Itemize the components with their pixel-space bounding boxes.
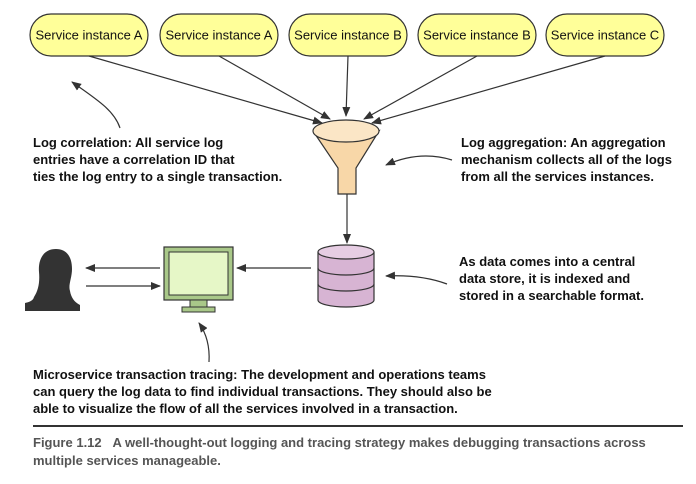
service-instance-5-label: Service instance C	[551, 28, 659, 43]
callout-tracing: Microservice transaction tracing: The de…	[33, 366, 492, 417]
figure-caption: Figure 1.12 A well-thought-out logging a…	[33, 434, 683, 470]
service-instance-1-label: Service instance A	[36, 28, 143, 43]
funnel-icon	[312, 119, 381, 195]
pointer-log-aggregation	[385, 155, 453, 166]
service-instance-4: Service instance B	[417, 13, 537, 57]
database-icon	[317, 244, 375, 308]
pointer-log-correlation	[71, 81, 121, 129]
callout-log-aggregation-line-1: Log aggregation: An aggregation	[461, 135, 666, 150]
callout-data-store: As data comes into a central data store,…	[459, 253, 644, 304]
callout-data-store-line-2: data store, it is indexed and	[459, 271, 631, 286]
service-instance-2-label: Service instance A	[166, 28, 273, 43]
arrow-service-4-to-funnel	[363, 55, 478, 120]
callout-tracing-line-2: can query the log data to find individua…	[33, 384, 492, 399]
callout-log-aggregation-line-2: mechanism collects all of the logs	[461, 152, 672, 167]
pointer-tracing	[198, 322, 210, 363]
callout-log-correlation: Log correlation: All service log entries…	[33, 134, 282, 185]
callout-data-store-line-1: As data comes into a central	[459, 254, 636, 269]
service-instance-3-label: Service instance B	[294, 28, 402, 43]
service-instance-3: Service instance B	[288, 13, 408, 57]
arrow-service-1-to-funnel	[88, 55, 323, 125]
figure-number: Figure 1.12	[33, 435, 102, 450]
callout-tracing-line-3: able to visualize the flow of all the se…	[33, 401, 458, 416]
callout-log-aggregation-line-3: from all the services instances.	[461, 169, 654, 184]
service-instance-1: Service instance A	[29, 13, 149, 57]
callout-log-aggregation: Log aggregation: An aggregation mechanis…	[461, 134, 672, 185]
callout-log-correlation-line-3: ties the log entry to a single transacti…	[33, 169, 283, 184]
arrow-service-2-to-funnel	[218, 55, 331, 120]
callout-data-store-line-3: stored in a searchable format.	[459, 288, 644, 303]
caption-divider	[33, 425, 683, 427]
callout-log-correlation-line-1: Log correlation: All service log	[33, 135, 224, 150]
arrow-service-3-to-funnel	[342, 55, 351, 117]
callout-tracing-line-1: Microservice transaction tracing: The de…	[33, 367, 486, 382]
service-instance-5: Service instance C	[545, 13, 665, 57]
callout-log-correlation-line-2: entries have a correlation ID that	[33, 152, 235, 167]
person-icon	[25, 249, 80, 311]
service-instance-2: Service instance A	[159, 13, 279, 57]
monitor-icon	[163, 246, 234, 313]
figure-caption-text: A well-thought-out logging and tracing s…	[33, 435, 646, 468]
pointer-data-store	[385, 271, 448, 285]
arrow-service-5-to-funnel	[371, 55, 606, 125]
service-instance-4-label: Service instance B	[423, 28, 531, 43]
